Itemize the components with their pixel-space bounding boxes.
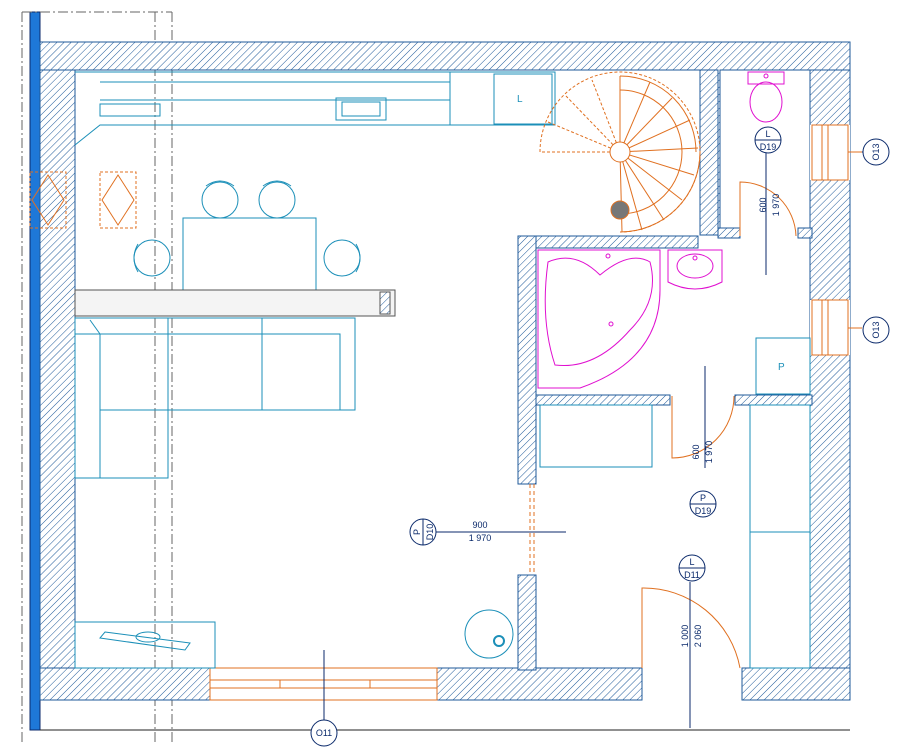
svg-text:L: L	[689, 557, 694, 567]
window-tag-right-mid: O13	[862, 316, 890, 344]
window-tag-bottom: O11	[310, 719, 338, 747]
door-tag-living: P D10	[409, 518, 437, 546]
svg-text:D19: D19	[695, 506, 712, 516]
corner-sofa	[74, 317, 356, 479]
svg-text:1 970: 1 970	[469, 533, 492, 543]
svg-text:1 970: 1 970	[704, 441, 714, 464]
svg-text:600: 600	[691, 444, 701, 459]
toilet	[747, 71, 785, 123]
svg-text:1 000: 1 000	[680, 625, 690, 648]
stair-post	[610, 200, 630, 220]
kitchen-counter	[74, 71, 556, 146]
door-tag-bath: P D19	[689, 490, 717, 518]
svg-text:L: L	[765, 129, 770, 139]
svg-text:O11: O11	[316, 728, 332, 738]
light-fixtures	[29, 171, 137, 229]
bath-cabinet	[755, 337, 811, 395]
svg-text:D10: D10	[425, 524, 435, 541]
svg-text:O13: O13	[871, 143, 881, 160]
svg-text:1 970: 1 970	[771, 194, 781, 217]
dim-wc-door: 600 1 970	[758, 194, 781, 217]
kitchen-unit-marker: L	[517, 94, 523, 105]
svg-text:900: 900	[472, 520, 487, 530]
dim-living-door: 900 1 970	[469, 520, 492, 543]
tv-unit	[74, 621, 216, 669]
hall-wardrobe	[539, 404, 811, 669]
dining-set	[133, 180, 361, 291]
dim-hall-door: 1 000 2 060	[680, 625, 703, 648]
svg-text:2 060: 2 060	[693, 625, 703, 648]
door-swings	[529, 181, 797, 669]
half-wall-partition	[74, 289, 396, 317]
washbasin	[667, 249, 723, 290]
svg-text:D19: D19	[760, 142, 777, 152]
door-tag-wc: L D19	[754, 126, 782, 154]
window-tag-right-top: O13	[862, 138, 890, 166]
bath-cabinet-marker: P	[778, 362, 785, 373]
svg-text:D11: D11	[684, 570, 700, 580]
round-table	[464, 609, 514, 659]
walls	[39, 41, 851, 701]
svg-text:P: P	[412, 529, 422, 535]
corner-bathtub	[537, 249, 661, 389]
annotation-lines	[323, 150, 864, 728]
svg-text:O13: O13	[871, 321, 881, 338]
svg-text:600: 600	[758, 197, 768, 212]
exterior-edge-strip	[29, 11, 41, 731]
structural-grid-lines	[21, 11, 173, 745]
svg-text:P: P	[700, 493, 706, 503]
dim-bath-door: 600 1 970	[691, 441, 714, 464]
windows-right	[811, 124, 862, 356]
spiral-staircase	[539, 71, 701, 233]
door-tag-hall: L D11	[678, 554, 706, 582]
